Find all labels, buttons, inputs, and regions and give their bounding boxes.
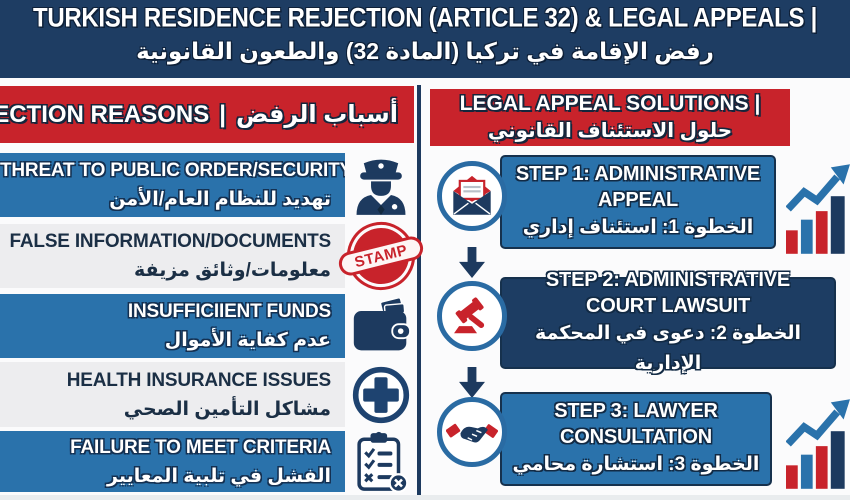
bar-chart-up-arrow-icon (785, 399, 850, 489)
legal-appeals-header: LEGAL APPEAL SOLUTIONS | حلول الاستئناف … (430, 89, 790, 146)
police-officer-icon (356, 159, 406, 215)
step2-icon-circle (437, 281, 507, 351)
reason-text-english: INSUFFICIIENT FUNDS (127, 301, 331, 322)
reason-icon-slot (346, 362, 416, 427)
step3-title-arabic: الخطوة 3: استشارة محامي (512, 454, 760, 475)
step1-title-line2: APPEAL (598, 189, 678, 211)
step2-title-arabic: الخطوة 2: دعوى في المحكمة الإدارية (534, 323, 802, 374)
step3-banner: STEP 3: LAWYER CONSULTATION الخطوة 3: اس… (500, 392, 772, 486)
step2-banner: STEP 2: ADMINISTRATIVE COURT LAWSUIT الخ… (500, 269, 836, 374)
bar-chart-up-arrow-icon (785, 164, 850, 254)
step1-title-line1: STEP 1: ADMINISTRATIVE (515, 163, 761, 185)
reason-icon-slot (346, 153, 416, 217)
reason-text-arabic: الفشل في تلبية المعايير (107, 465, 331, 487)
reason-text-arabic: مشاكل التأمين الصحي (123, 398, 331, 420)
reason-row-false-documents: FALSE INFORMATION/DOCUMENTS معلومات/وثائ… (0, 214, 426, 298)
reason-text-arabic: معلومات/وثائق مزيفة (134, 260, 331, 281)
bottom-edge-strip (0, 495, 850, 500)
step1-banner: STEP 1: ADMINISTRATIVE APPEAL الخطوة 1: … (500, 155, 776, 249)
flow-arrow-down-icon (459, 367, 485, 398)
step2-title-line2: COURT LAWSUIT (585, 295, 751, 317)
step1-title-arabic: الخطوة 1: استئناف إداري (522, 217, 754, 238)
rejection-header-arabic: أسباب الرفض (235, 101, 398, 128)
step1-icon-circle (437, 161, 507, 231)
appeals-header-english: LEGAL APPEAL SOLUTIONS | (459, 91, 761, 115)
reason-text-arabic: تهديد للنظام العام/الأمن (109, 189, 331, 210)
handshake-icon (446, 423, 498, 443)
reason-text-english: HEALTH INSURANCE ISSUES (66, 369, 331, 391)
step3-title-line2: CONSULTATION (559, 426, 713, 448)
stamp-icon: STAMP (336, 214, 426, 298)
envelope-icon (453, 175, 491, 215)
reason-band: FALSE INFORMATION/DOCUMENTS معلومات/وثائ… (0, 224, 345, 288)
reason-text-arabic: عدم كفاية الأموال (164, 330, 331, 351)
reason-icon-slot: STAMP (336, 214, 426, 298)
medical-cross-icon (352, 366, 410, 423)
step3-title-line1: STEP 3: LAWYER (554, 400, 718, 422)
main-title-arabic: رفض الإقامة في تركيا (المادة 32) والطعون… (136, 38, 714, 64)
rejection-header-separator: | (219, 100, 226, 128)
reason-text-english: FAILURE TO MEET CRITERIA (70, 436, 331, 458)
step2-title-line1: STEP 2: ADMINISTRATIVE (545, 269, 791, 291)
growth-chart-icon (785, 163, 850, 255)
main-title-english: TURKISH RESIDENCE REJECTION (ARTICLE 32)… (32, 3, 818, 34)
reason-icon-slot (346, 431, 416, 493)
reason-row-failure-criteria: FAILURE TO MEET CRITERIA الفشل في تلبية … (0, 431, 418, 493)
rejection-header-english: REJECTION REASONS (0, 100, 210, 128)
growth-chart-icon (785, 398, 850, 490)
appeals-header-arabic: حلول الاستئناف القانوني (487, 119, 733, 142)
flow-arrow-down-icon (459, 247, 485, 278)
main-header: TURKISH RESIDENCE REJECTION (ARTICLE 32)… (0, 0, 850, 78)
reason-band: INSUFFICIIENT FUNDS عدم كفاية الأموال (0, 294, 345, 358)
reason-row-threat: THREAT TO PUBLIC ORDER/SECURITY تهديد لل… (0, 153, 418, 217)
column-divider (417, 85, 421, 500)
reason-band: HEALTH INSURANCE ISSUES مشاكل التأمين ال… (0, 362, 345, 427)
reason-text-english: THREAT TO PUBLIC ORDER/SECURITY (0, 160, 345, 181)
reason-icon-slot (346, 294, 416, 358)
reason-row-health-insurance: HEALTH INSURANCE ISSUES مشاكل التأمين ال… (0, 362, 418, 427)
gavel-icon (454, 297, 485, 334)
rejection-reasons-header: REJECTION REASONS | أسباب الرفض (0, 86, 414, 143)
reason-row-insufficient-funds: INSUFFICIIENT FUNDS عدم كفاية الأموال (0, 294, 418, 358)
reason-text-english: FALSE INFORMATION/DOCUMENTS (9, 231, 332, 252)
reason-band: FAILURE TO MEET CRITERIA الفشل في تلبية … (0, 431, 345, 492)
step3-icon-circle (437, 397, 507, 467)
checklist-x-icon (357, 431, 409, 493)
reason-band: THREAT TO PUBLIC ORDER/SECURITY تهديد لل… (0, 153, 345, 217)
wallet-icon (353, 298, 411, 351)
